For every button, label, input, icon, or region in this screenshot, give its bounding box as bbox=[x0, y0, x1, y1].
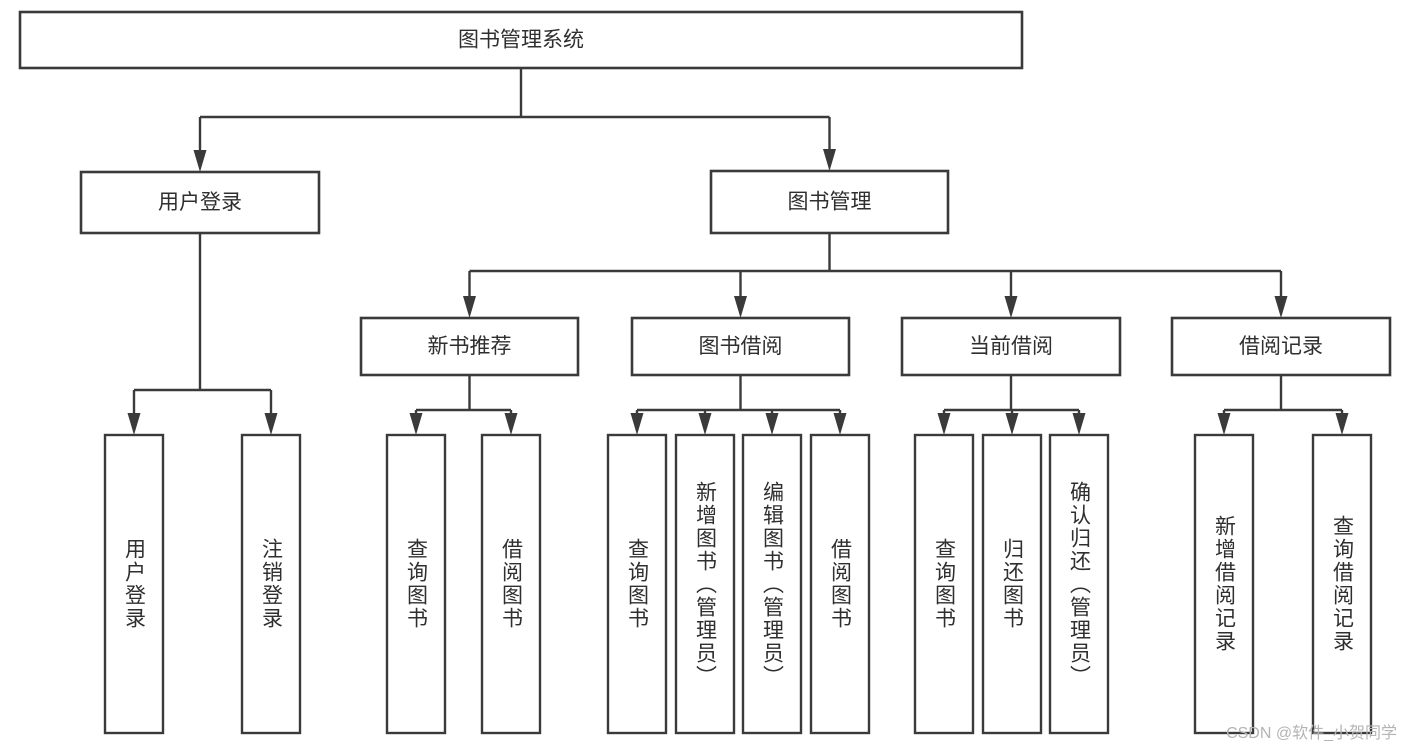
node-box[interactable] bbox=[674, 433, 736, 735]
node-label: 查询图书 bbox=[404, 538, 428, 630]
node-label: 用户登录 bbox=[122, 538, 146, 630]
arrow-head-icon bbox=[1335, 413, 1349, 435]
arrow-head-icon bbox=[937, 413, 951, 435]
node-label-wrap: 注销登录 bbox=[259, 538, 283, 630]
node-label-wrap: 查询图书 bbox=[625, 538, 649, 630]
node-leaf-borrow-book[interactable]: 借阅图书 bbox=[809, 433, 871, 735]
node-label: 用户登录 bbox=[158, 191, 242, 214]
node-box[interactable] bbox=[18, 10, 1024, 70]
node-label: 借阅图书 bbox=[828, 538, 852, 630]
node-box[interactable] bbox=[1193, 433, 1255, 735]
node-label: 编辑图书（管理员） bbox=[760, 480, 784, 688]
node-leaf-query-book-borrow[interactable]: 查询图书 bbox=[606, 433, 668, 735]
node-label: 新增图书（管理员） bbox=[693, 480, 717, 688]
node-label-wrap: 确认归还（管理员） bbox=[1067, 480, 1091, 688]
node-label: 借阅记录 bbox=[1239, 335, 1323, 358]
node-leaf-query-book-current[interactable]: 查询图书 bbox=[913, 433, 975, 735]
node-leaf-add-borrow-record[interactable]: 新增借阅记录 bbox=[1193, 433, 1255, 735]
node-label: 图书管理 bbox=[788, 191, 872, 214]
arrow-head-icon bbox=[264, 413, 278, 435]
node-label: 归还图书 bbox=[1000, 538, 1024, 630]
node-label-wrap: 用户登录 bbox=[122, 538, 146, 630]
node-label: 查询借阅记录 bbox=[1330, 515, 1354, 653]
node-leaf-query-book-recommend[interactable]: 查询图书 bbox=[385, 433, 447, 735]
node-borrow-record[interactable]: 借阅记录 bbox=[1170, 316, 1392, 377]
node-new-book-recommend[interactable]: 新书推荐 bbox=[359, 316, 580, 377]
node-label: 图书管理系统 bbox=[458, 29, 584, 52]
node-box[interactable] bbox=[103, 433, 165, 735]
node-label-wrap: 查询借阅记录 bbox=[1330, 515, 1354, 653]
arrow-head-icon bbox=[1004, 296, 1018, 318]
node-label-wrap: 借阅图书 bbox=[499, 538, 523, 630]
arrow-head-icon bbox=[1072, 413, 1086, 435]
node-label: 新书推荐 bbox=[428, 335, 512, 358]
arrow-head-icon bbox=[1274, 296, 1288, 318]
node-box[interactable] bbox=[480, 433, 542, 735]
arrow-head-icon bbox=[765, 413, 779, 435]
arrow-head-icon bbox=[504, 413, 518, 435]
node-box[interactable] bbox=[981, 433, 1043, 735]
node-label: 查询图书 bbox=[932, 538, 956, 630]
node-root[interactable]: 图书管理系统 bbox=[18, 10, 1024, 70]
node-box[interactable] bbox=[913, 433, 975, 735]
arrow-head-icon bbox=[823, 149, 836, 171]
node-book-management[interactable]: 图书管理 bbox=[709, 169, 950, 235]
arrow-head-icon bbox=[630, 413, 644, 435]
node-label: 注销登录 bbox=[259, 538, 283, 630]
node-leaf-user-login[interactable]: 用户登录 bbox=[103, 433, 165, 735]
node-box[interactable] bbox=[385, 433, 447, 735]
node-label: 当前借阅 bbox=[969, 335, 1053, 358]
arrow-head-icon bbox=[698, 413, 712, 435]
node-current-borrow[interactable]: 当前借阅 bbox=[900, 316, 1122, 377]
node-label-wrap: 借阅图书 bbox=[828, 538, 852, 630]
node-box[interactable] bbox=[79, 170, 321, 235]
node-leaf-borrow-book-recommend[interactable]: 借阅图书 bbox=[480, 433, 542, 735]
node-label-wrap: 查询图书 bbox=[404, 538, 428, 630]
node-user-login[interactable]: 用户登录 bbox=[79, 170, 321, 235]
node-label: 图书借阅 bbox=[699, 335, 783, 358]
node-box[interactable] bbox=[1311, 433, 1373, 735]
arrow-head-icon bbox=[734, 296, 747, 318]
arrow-head-icon bbox=[833, 413, 847, 435]
arrow-head-icon bbox=[127, 413, 141, 435]
node-box[interactable] bbox=[1048, 433, 1110, 735]
node-label-wrap: 新增借阅记录 bbox=[1212, 515, 1236, 653]
node-label-wrap: 查询图书 bbox=[932, 538, 956, 630]
node-box[interactable] bbox=[240, 433, 302, 735]
node-box[interactable] bbox=[900, 316, 1122, 377]
node-box[interactable] bbox=[630, 316, 851, 377]
node-leaf-confirm-return[interactable]: 确认归还（管理员） bbox=[1048, 433, 1110, 735]
arrow-head-icon bbox=[463, 296, 476, 318]
node-leaf-add-book[interactable]: 新增图书（管理员） bbox=[674, 433, 736, 735]
node-label: 新增借阅记录 bbox=[1212, 515, 1236, 653]
node-label-wrap: 新增图书（管理员） bbox=[693, 480, 717, 688]
node-box[interactable] bbox=[709, 169, 950, 235]
node-book-borrow[interactable]: 图书借阅 bbox=[630, 316, 851, 377]
node-box[interactable] bbox=[1170, 316, 1392, 377]
arrow-head-icon bbox=[409, 413, 423, 435]
node-label-wrap: 归还图书 bbox=[1000, 538, 1024, 630]
node-layer: 图书管理系统用户登录图书管理新书推荐图书借阅当前借阅借阅记录用户登录注销登录查询… bbox=[18, 10, 1392, 735]
node-leaf-logout[interactable]: 注销登录 bbox=[240, 433, 302, 735]
arrow-head-icon bbox=[193, 150, 207, 172]
node-box[interactable] bbox=[606, 433, 668, 735]
node-box[interactable] bbox=[359, 316, 580, 377]
node-leaf-edit-book[interactable]: 编辑图书（管理员） bbox=[741, 433, 803, 735]
csdn-watermark: CSDN @软件_小贺同学 bbox=[1226, 725, 1397, 742]
node-label-wrap: 编辑图书（管理员） bbox=[760, 480, 784, 688]
node-label: 确认归还（管理员） bbox=[1067, 480, 1091, 688]
node-leaf-query-borrow-record[interactable]: 查询借阅记录 bbox=[1311, 433, 1373, 735]
connector-layer bbox=[127, 68, 1349, 435]
node-label: 借阅图书 bbox=[499, 538, 523, 630]
arrow-head-icon bbox=[1005, 413, 1019, 435]
node-label: 查询图书 bbox=[625, 538, 649, 630]
arrow-head-icon bbox=[1217, 413, 1231, 435]
node-box[interactable] bbox=[741, 433, 803, 735]
node-leaf-return-book[interactable]: 归还图书 bbox=[981, 433, 1043, 735]
node-box[interactable] bbox=[809, 433, 871, 735]
